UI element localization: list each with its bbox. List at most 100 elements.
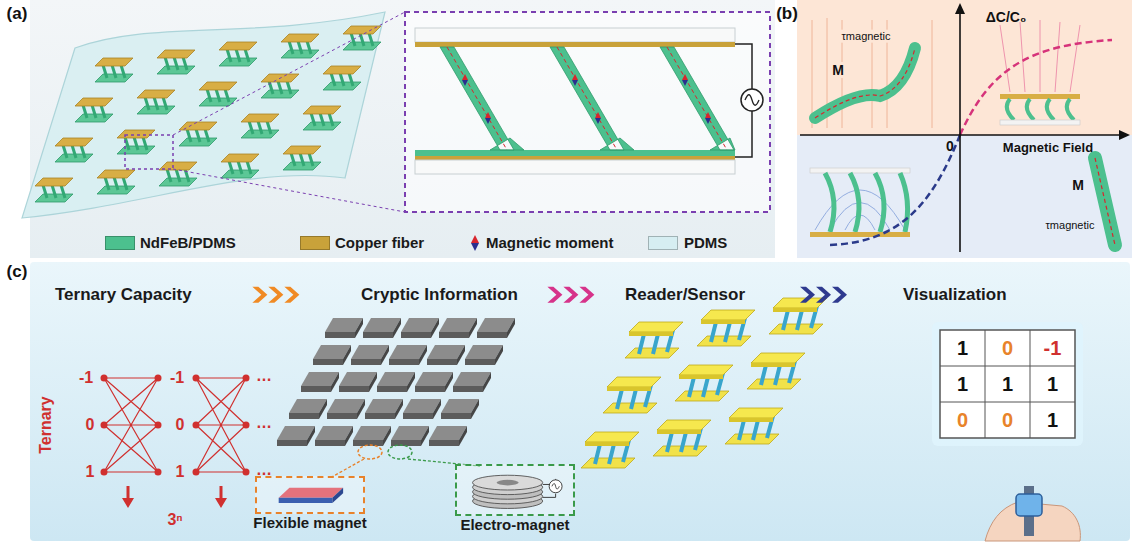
panel-c-illustration-part xyxy=(429,426,467,446)
panel-a-illustration-part xyxy=(550,47,634,150)
table-cell: 1 xyxy=(957,337,968,360)
panel-c-illustration-part xyxy=(625,322,683,358)
panel-a-illustration-part xyxy=(343,26,381,50)
panel-a-illustration-part xyxy=(415,160,735,174)
stage-title: Cryptic Information xyxy=(361,285,518,305)
stage-chevron-arrow xyxy=(252,287,299,303)
panel-b-illustration-part xyxy=(825,173,908,232)
panel-b-illustration-part xyxy=(812,18,932,128)
legend-text: Magnetic moment xyxy=(486,234,614,251)
panel-b-illustration-part xyxy=(959,12,961,252)
panel-c-illustration-part-part xyxy=(155,422,162,429)
panel-c-illustration-part xyxy=(403,399,441,419)
panel-c-illustration-part xyxy=(353,426,391,446)
panel-c-illustration-part xyxy=(277,426,315,446)
panel-c-illustration-part xyxy=(725,408,783,444)
panel-a-illustration-part xyxy=(95,58,133,82)
panel-c-illustration-part-part xyxy=(101,422,108,429)
panel-c-illustration-part xyxy=(351,345,389,365)
legend-text: NdFeB/PDMS xyxy=(140,234,236,251)
panel-b-illustration-part xyxy=(815,48,915,118)
panel-a-illustration-part xyxy=(705,112,711,124)
panel-c-illustration-part xyxy=(653,420,711,456)
panel-c-illustration-part-part xyxy=(101,469,108,476)
panel-c-illustration-part xyxy=(377,372,415,392)
panel-a-illustration-part xyxy=(281,34,319,58)
electro-magnet-icon xyxy=(457,466,573,514)
panel-c-illustration-part-part xyxy=(193,469,200,476)
panel-a-illustration-part xyxy=(173,12,405,212)
stage-heading: Cryptic Information xyxy=(358,283,521,307)
panel-a-illustration-part xyxy=(595,112,601,124)
legend-text: Copper fiber xyxy=(335,234,424,251)
figure-label: 1 xyxy=(86,463,95,481)
table-cell: 1 xyxy=(957,373,968,396)
panel-c-illustration-part xyxy=(315,426,353,446)
panel-a-illustration-part xyxy=(221,154,259,178)
figure-label: 0 xyxy=(86,416,95,434)
panel-c-illustration-part xyxy=(365,399,403,419)
figure-label: … xyxy=(256,414,272,432)
panel-a-illustration-part xyxy=(415,42,735,47)
figure-label: M xyxy=(1070,177,1086,193)
panel-c-illustration-part xyxy=(289,399,327,419)
panel-letter: (b) xyxy=(776,4,798,24)
table-cell: -1 xyxy=(1044,337,1062,360)
box-caption: Electro-magnet xyxy=(460,516,569,533)
stage-chevron-arrow xyxy=(547,287,594,303)
panel-c-illustration-part xyxy=(363,318,401,338)
panel-a-illustration-part xyxy=(405,12,770,212)
panel-b-illustration xyxy=(797,0,1132,258)
figure-label: 3ⁿ xyxy=(167,511,182,529)
panel-a-illustration-part xyxy=(261,74,299,98)
legend-symbol xyxy=(469,234,481,252)
figure-label: … xyxy=(256,367,272,385)
panel-c-illustration-part xyxy=(477,318,515,338)
figure-label: τmagnetic xyxy=(1044,219,1097,232)
panel-c-illustration-part-part xyxy=(243,422,250,429)
panel-b-illustration-part xyxy=(797,135,1132,258)
panel-c-illustration-part xyxy=(327,399,365,419)
panel-c-illustration-part xyxy=(747,353,805,389)
panel-a-illustration-part xyxy=(415,28,735,42)
panel-b-illustration-part xyxy=(1007,99,1074,120)
panel-a-illustration-part xyxy=(117,130,155,154)
panel-c-illustration-part xyxy=(401,318,439,338)
panel-a-illustration-part xyxy=(440,47,524,150)
stage-title: Reader/Sensor xyxy=(625,285,745,305)
panel-a-illustration-part xyxy=(283,146,321,170)
panel-a-illustration-part xyxy=(682,74,688,86)
stage-chevron-arrow xyxy=(800,287,847,303)
panel-a-illustration-part xyxy=(75,98,113,122)
panel-b-illustration-part xyxy=(810,168,910,173)
panel-c-illustration-part xyxy=(388,445,412,459)
panel-c-illustration-part xyxy=(104,378,246,472)
panel-c-illustration-part xyxy=(301,372,339,392)
panel-c-illustration-part-part xyxy=(155,375,162,382)
panel-c-illustration-part xyxy=(603,377,661,413)
panel-a-illustration-part xyxy=(157,50,195,74)
panel-c-illustration-part-part xyxy=(101,375,108,382)
panel-a-illustration-part xyxy=(35,178,73,202)
panel-c-illustration-part-part xyxy=(155,469,162,476)
panel-letter: (c) xyxy=(7,262,28,282)
panel-c-illustration-part xyxy=(313,345,351,365)
panel-b-illustration-part xyxy=(960,40,1112,135)
figure-label: -1 xyxy=(79,369,93,387)
panel-a-illustration-part xyxy=(462,74,468,86)
panel-a-illustration-part xyxy=(572,74,578,86)
figure-label: 1 xyxy=(176,463,185,481)
electro-magnet-box: Electro-magnet xyxy=(455,464,575,516)
table-cell: 1 xyxy=(1047,409,1058,432)
flexible-magnet-icon xyxy=(257,478,363,512)
legend-swatch xyxy=(300,236,330,250)
stage-title: Ternary Capacity xyxy=(55,285,192,305)
panel-c-illustration xyxy=(30,262,1130,541)
panel-a-illustration-part xyxy=(97,170,135,194)
panel-b-illustration-part xyxy=(800,134,1122,136)
panel-a-illustration-part xyxy=(179,122,217,146)
panel-a-illustration-part xyxy=(323,66,361,90)
panel-c-illustration-part xyxy=(932,322,1083,446)
